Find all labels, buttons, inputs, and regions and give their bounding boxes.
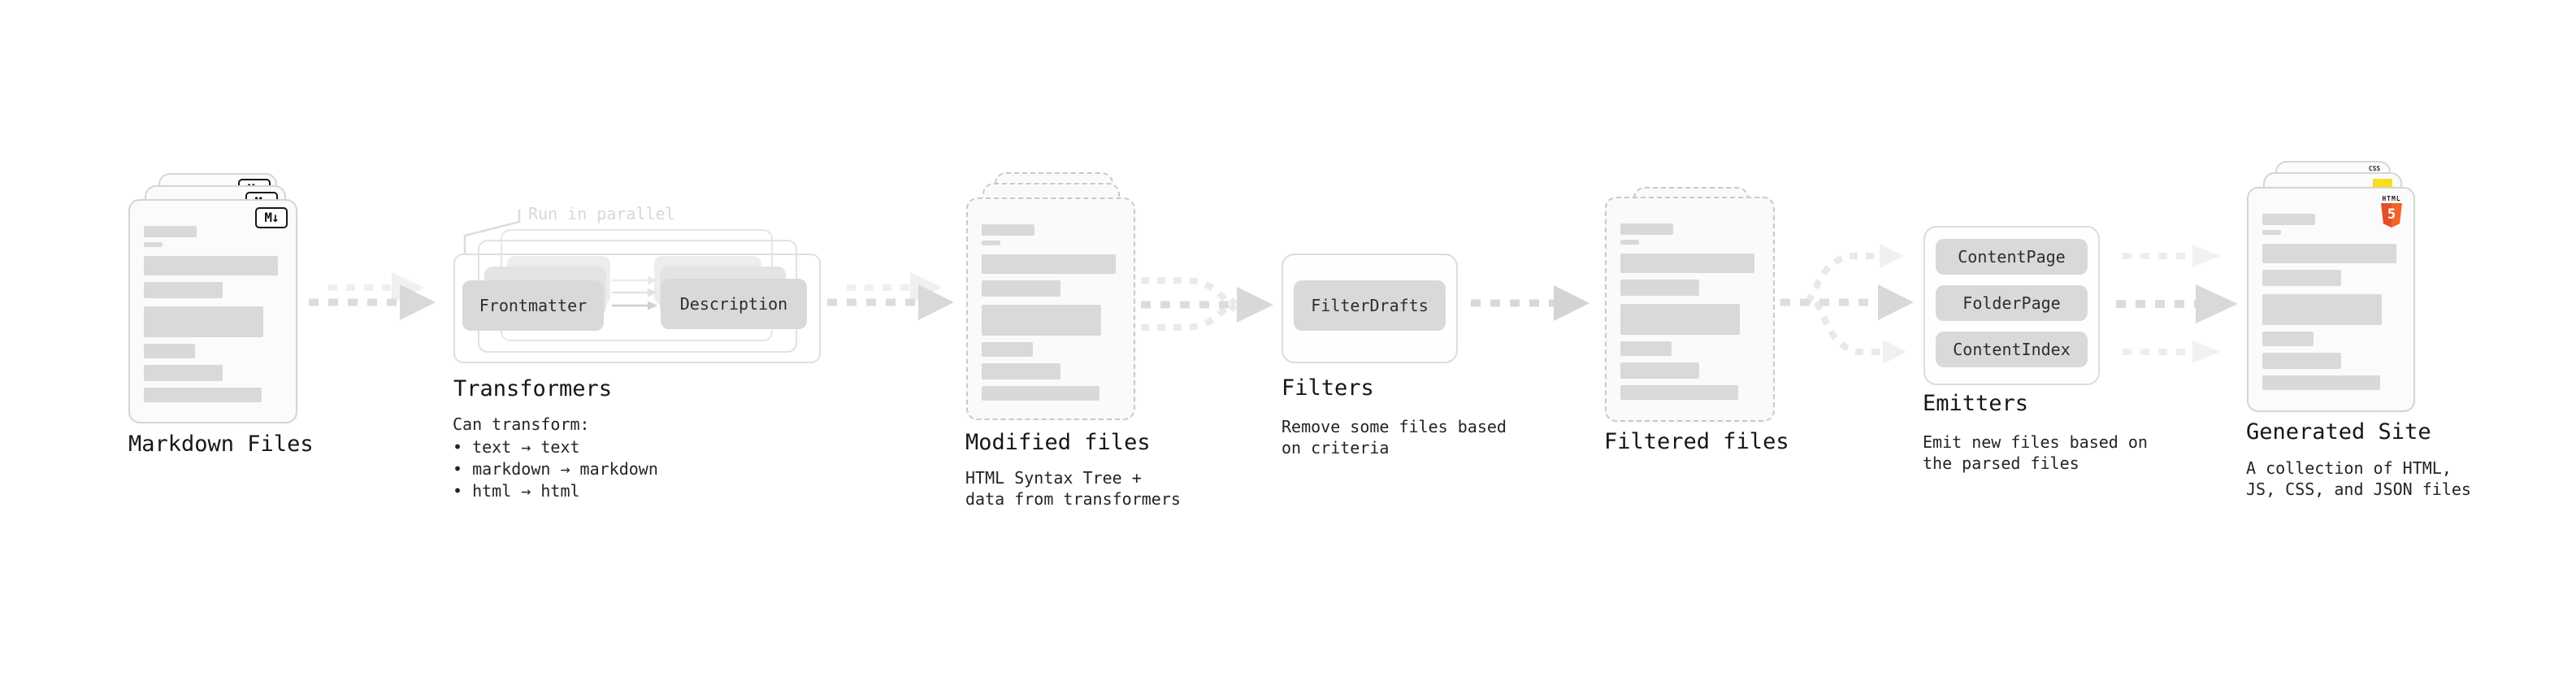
flow-arrow-transformers-to-modified <box>827 272 954 320</box>
transformers-bullet-list: • text → text • markdown → markdown • ht… <box>453 436 658 502</box>
modified-files-caption: HTML Syntax Tree + data from transformer… <box>965 467 1181 510</box>
caption-line: A collection of HTML, <box>2246 458 2452 478</box>
markdown-files-label: Markdown Files <box>128 432 314 457</box>
filtered-files-stack <box>1605 187 1775 422</box>
caption-line: Emit new files based on <box>1923 432 2148 452</box>
filtered-files-label: Filtered files <box>1604 429 1789 454</box>
parallel-arrow-icon <box>612 275 657 285</box>
frontmatter-transformer-chip: Frontmatter <box>462 280 604 331</box>
caption-line: data from transformers <box>965 489 1181 509</box>
markdown-icon: M↓ <box>255 207 288 228</box>
caption-line: Remove some files based <box>1281 417 1507 436</box>
caption-line: on criteria <box>1281 438 1390 458</box>
modified-files-stack <box>966 172 1135 420</box>
flow-arrow-filtered-to-emitters-diverge <box>1780 244 1914 364</box>
css-badge-text: CSS <box>2368 165 2381 172</box>
caption-line: the parsed files <box>1923 453 2079 473</box>
filters-box: FilterDrafts <box>1281 254 1458 363</box>
bullet-item: • html → html <box>453 481 580 501</box>
bullet-item: • markdown → markdown <box>453 459 658 479</box>
document-card-front <box>966 197 1135 420</box>
emitters-label: Emitters <box>1923 391 2029 416</box>
generated-site-label: Generated Site <box>2246 419 2431 445</box>
filters-caption: Remove some files based on criteria <box>1281 416 1507 458</box>
document-card-front <box>1605 197 1775 422</box>
js-icon <box>2373 179 2392 189</box>
bullet-item: • text → text <box>453 437 580 457</box>
flow-arrow-markdown-to-transformers <box>309 272 436 320</box>
caption-line: JS, CSS, and JSON files <box>2246 479 2471 499</box>
caption-line: HTML Syntax Tree + <box>965 468 1142 488</box>
emitters-caption: Emit new files based on the parsed files <box>1923 432 2148 474</box>
transformers-stack: Frontmatter Description <box>453 229 821 363</box>
flow-arrow-filters-to-filtered <box>1471 285 1589 321</box>
run-in-parallel-callout: Run in parallel <box>528 204 675 223</box>
document-card-front: HTML 5 <box>2247 187 2415 412</box>
transformers-label: Transformers <box>453 376 613 401</box>
parallel-arrow-icon <box>612 288 657 297</box>
flow-arrow-modified-to-filters-converge <box>1141 277 1273 331</box>
parallel-arrow-icon <box>612 301 657 310</box>
folderpage-emitter-chip: FolderPage <box>1936 285 2088 321</box>
flow-arrow-emitters-to-generated <box>2116 245 2238 363</box>
generated-site-caption: A collection of HTML, JS, CSS, and JSON … <box>2246 458 2471 500</box>
transformer-layer-front <box>453 254 821 363</box>
transformers-caption-title: Can transform: <box>453 414 590 434</box>
html5-shield: 5 <box>2381 203 2402 228</box>
markdown-files-stack: M↓ M↓ M↓ <box>128 173 297 423</box>
contentindex-emitter-chip: ContentIndex <box>1936 332 2088 367</box>
generated-site-stack: CSS HTML 5 <box>2247 161 2415 412</box>
description-transformer-chip: Description <box>661 279 807 329</box>
html5-badge-text: HTML <box>2382 195 2401 202</box>
document-card-front: M↓ <box>128 199 297 423</box>
filters-label: Filters <box>1281 375 1374 401</box>
html5-icon: HTML 5 <box>2379 195 2404 228</box>
callout-leader-line <box>463 210 521 254</box>
contentpage-emitter-chip: ContentPage <box>1936 239 2088 275</box>
emitters-box: ContentPage FolderPage ContentIndex <box>1923 226 2100 385</box>
filterdrafts-chip: FilterDrafts <box>1294 280 1446 331</box>
modified-files-label: Modified files <box>965 430 1151 455</box>
